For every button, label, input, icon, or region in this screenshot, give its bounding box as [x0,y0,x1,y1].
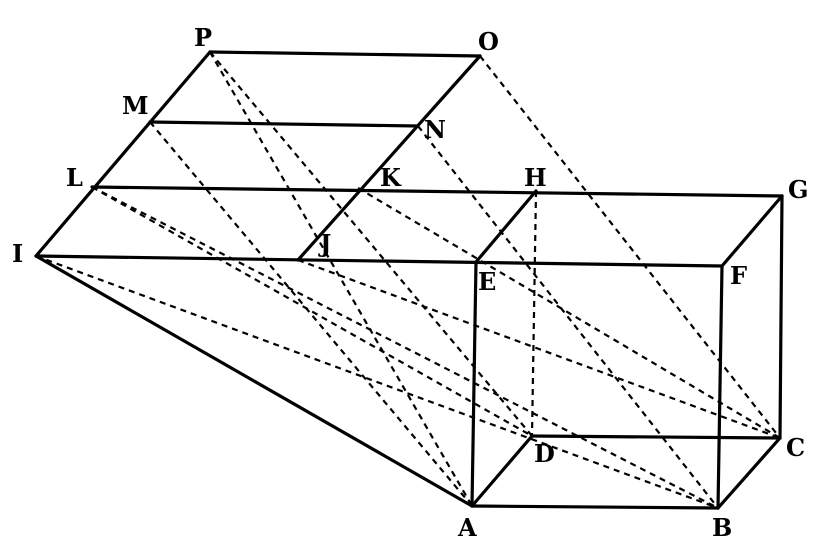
label-B: B [712,513,732,542]
label-E: E [478,267,496,296]
dashed-M-A [149,121,473,507]
label-N: N [424,115,446,144]
edge-G-C [778,194,784,440]
edge-M-N [148,120,420,128]
dashed-O-C [479,55,781,439]
point-labels: P O M N L K H G I J E F D C A B [12,23,809,542]
edge-J-O [296,54,482,262]
dashed-lines [35,51,781,510]
edge-I-P [34,50,212,258]
dashed-P-D [209,51,533,437]
label-G: G [788,175,809,204]
label-I: I [12,239,23,268]
edge-A-D [470,434,534,508]
label-F: F [730,261,747,290]
dashed-K-C [357,187,781,439]
edge-F-G [720,194,784,268]
dashed-L-D [91,186,533,437]
label-P: P [194,23,212,52]
label-K: K [380,163,402,192]
edge-P-O [208,50,482,58]
label-A: A [457,513,477,542]
dashed-L-B [91,186,719,509]
edge-E-H [474,189,538,264]
edge-B-C [716,436,782,510]
label-C: C [786,433,805,462]
label-O: O [478,27,499,56]
edge-F-B [716,264,724,510]
edge-L-G [90,185,784,198]
label-J: J [318,229,331,258]
label-H: H [524,163,547,192]
dashed-I-B [35,254,719,510]
label-M: M [122,91,149,120]
edge-I-F [34,254,724,268]
edge-I-A [34,254,474,508]
solid-edges [34,50,784,510]
label-D: D [534,439,555,468]
dashed-N-B [417,125,719,509]
dashed-J-C [297,258,781,440]
label-L: L [66,163,83,192]
edge-D-C [530,434,782,440]
edge-A-B [470,504,720,510]
dashed-H-D [530,190,538,437]
